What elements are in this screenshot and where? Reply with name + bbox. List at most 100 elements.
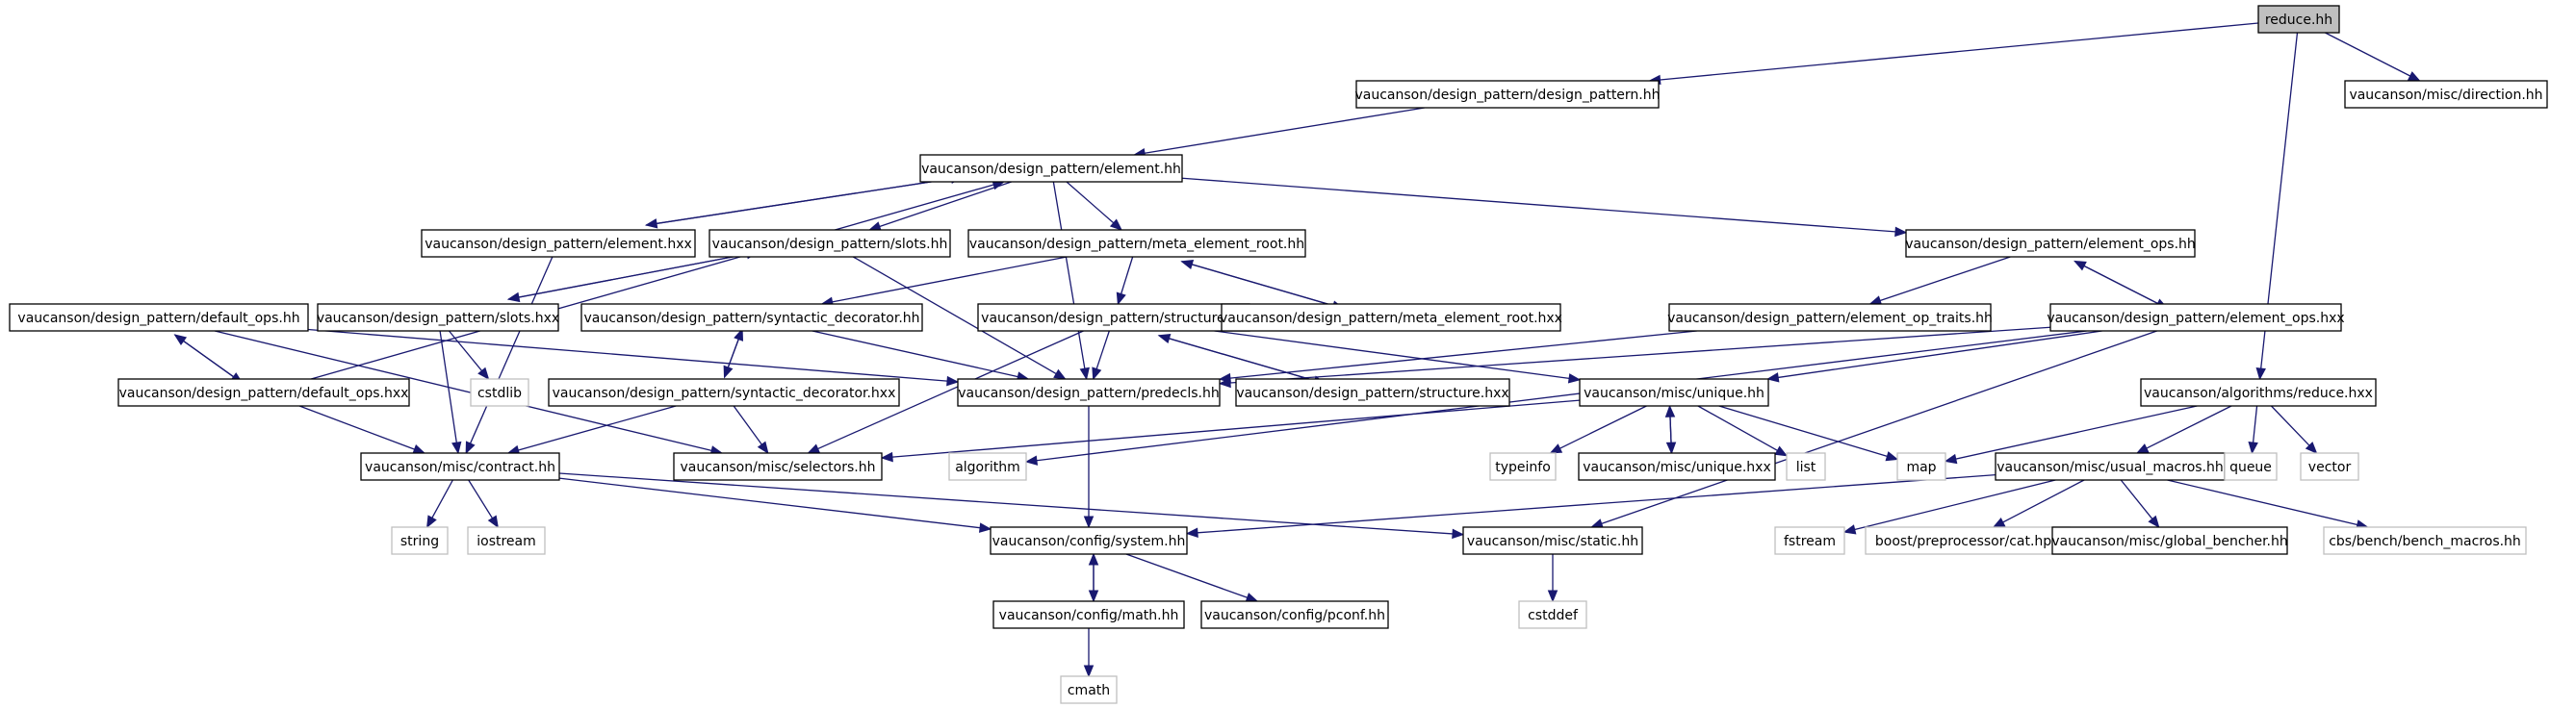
node-math[interactable]: vaucanson/config/math.hh: [992, 600, 1185, 629]
node-box: [467, 526, 546, 555]
node-system[interactable]: vaucanson/config/system.hh: [990, 526, 1188, 555]
node-cstddef[interactable]: cstddef: [1518, 600, 1587, 629]
node-cmath[interactable]: cmath: [1060, 675, 1118, 704]
node-predecls[interactable]: vaucanson/design_pattern/predecls.hh: [957, 378, 1221, 407]
node-unique-hh[interactable]: vaucanson/misc/unique.hh: [1579, 378, 1769, 407]
node-box: [2051, 526, 2288, 555]
node-cstdlib[interactable]: cstdlib: [470, 378, 529, 407]
node-elem-hh[interactable]: vaucanson/design_pattern/element.hh: [919, 154, 1183, 183]
node-label: map: [1906, 460, 1936, 475]
node-label: vaucanson/config/system.hh: [992, 534, 1186, 549]
node-box: [421, 229, 696, 258]
node-usual[interactable]: vaucanson/misc/usual_macros.hh: [1995, 452, 2226, 481]
node-label: fstream: [1784, 534, 1836, 549]
edge-red_hxx-to-usual: [2135, 405, 2232, 454]
node-fstream[interactable]: fstream: [1774, 526, 1845, 555]
node-selectors[interactable]: vaucanson/misc/selectors.hh: [673, 452, 883, 481]
node-string[interactable]: string: [391, 526, 449, 555]
node-box: [957, 378, 1221, 407]
node-typeinfo[interactable]: typeinfo: [1489, 452, 1557, 481]
node-box: [117, 378, 410, 407]
node-boostcat[interactable]: boost/preprocessor/cat.hpp: [1865, 526, 2071, 555]
node-box: [1774, 526, 1845, 555]
edge-elem_hxx-to-elem_hh: [646, 173, 964, 226]
node-vector[interactable]: vector: [2300, 452, 2359, 481]
node-struct-hxx[interactable]: vaucanson/design_pattern/structure.hxx: [1235, 378, 1510, 407]
node-list[interactable]: list: [1786, 452, 1826, 481]
node-slots-hh[interactable]: vaucanson/design_pattern/slots.hh: [708, 229, 951, 258]
node-eops-hxx[interactable]: vaucanson/design_pattern/element_ops.hxx: [2047, 303, 2345, 332]
edge-dops_hxx-to-elem_hh: [310, 180, 1006, 380]
node-dp-hh[interactable]: vaucanson/design_pattern/design_pattern.…: [1354, 80, 1661, 109]
edge-system-to-pconf: [1125, 553, 1259, 603]
node-box: [1221, 303, 1561, 332]
edge-dp_hh-to-elem_hh: [1132, 107, 1425, 159]
node-map[interactable]: map: [1896, 452, 1946, 481]
node-box: [1489, 452, 1557, 481]
node-mer-hh[interactable]: vaucanson/design_pattern/meta_element_ro…: [967, 229, 1306, 258]
node-pconf[interactable]: vaucanson/config/pconf.hh: [1200, 600, 1389, 629]
edge-usual-to-boostcat: [1992, 479, 2085, 528]
edge-sdec_hxx-to-contract: [506, 405, 677, 455]
node-label: vaucanson/design_pattern/element_op_trai…: [1667, 311, 1993, 326]
node-box: [990, 526, 1188, 555]
edge-struct_hh-to-predecls: [1092, 330, 1110, 381]
node-label: reduce.hh: [2265, 13, 2332, 28]
node-queue[interactable]: queue: [2224, 452, 2278, 481]
edge-usual-to-cbs: [2167, 479, 2369, 530]
edge-mer_hxx-to-mer_hh: [1180, 259, 1344, 310]
node-box: [1462, 526, 1643, 555]
edge-predecls-to-system: [1083, 406, 1095, 529]
edge-elem_hh-to-eops_hh: [1181, 177, 1908, 238]
node-dops-hxx[interactable]: vaucanson/design_pattern/default_ops.hxx: [117, 378, 410, 407]
node-label: vaucanson/design_pattern/element_ops.hh: [1905, 237, 2196, 252]
edge-elem_hxx-to-contract: [465, 256, 554, 455]
node-sdec-hxx[interactable]: vaucanson/design_pattern/syntactic_decor…: [548, 378, 900, 407]
node-mer-hxx[interactable]: vaucanson/design_pattern/meta_element_ro…: [1220, 303, 1562, 332]
node-label: list: [1796, 460, 1816, 475]
node-label: vaucanson/design_pattern/structure.hxx: [1236, 386, 1508, 401]
node-label: vaucanson/design_pattern/element.hxx: [425, 237, 692, 252]
edge-elem_hh-to-predecls: [1052, 181, 1090, 381]
edge-contract-to-string: [426, 479, 453, 529]
node-static[interactable]: vaucanson/misc/static.hh: [1462, 526, 1643, 555]
node-box: [919, 154, 1183, 183]
node-struct-hh[interactable]: vaucanson/design_pattern/structure.hh: [977, 303, 1250, 332]
node-slots-hxx[interactable]: vaucanson/design_pattern/slots.hxx: [317, 303, 559, 332]
node-box: [2140, 378, 2377, 407]
node-label: vaucanson/design_pattern/meta_element_ro…: [1220, 311, 1562, 326]
node-box: [2049, 303, 2342, 332]
node-unique-hxx[interactable]: vaucanson/misc/unique.hxx: [1578, 452, 1776, 481]
node-red-hxx[interactable]: vaucanson/algorithms/reduce.hxx: [2140, 378, 2377, 407]
node-label: queue: [2229, 460, 2272, 475]
edges-layer: [173, 22, 2421, 678]
node-contract[interactable]: vaucanson/misc/contract.hh: [360, 452, 560, 481]
node-label: vaucanson/design_pattern/slots.hh: [712, 237, 948, 252]
edge-static-to-cstddef: [1547, 554, 1558, 603]
edge-elem_hh-to-slots_hh: [868, 181, 1012, 232]
node-label: typeinfo: [1495, 460, 1551, 475]
node-eot-hh[interactable]: vaucanson/design_pattern/element_op_trai…: [1667, 303, 1993, 332]
edge-math-to-system: [1088, 552, 1099, 601]
node-iostream[interactable]: iostream: [467, 526, 546, 555]
node-label: vaucanson/config/math.hh: [999, 608, 1179, 623]
edge-eops_hxx-to-algorithm: [1024, 330, 2087, 466]
node-label: vaucanson/design_pattern/element_ops.hxx: [2047, 311, 2344, 326]
edge-unique_hh-to-list: [1697, 405, 1789, 457]
node-dir-hh[interactable]: vaucanson/misc/direction.hh: [2344, 80, 2548, 109]
node-sdec-hh[interactable]: vaucanson/design_pattern/syntactic_decor…: [580, 303, 923, 332]
node-box: [2323, 526, 2527, 555]
node-label: cstddef: [1528, 608, 1579, 623]
node-label: vaucanson/design_pattern/predecls.hh: [958, 386, 1219, 401]
node-cbs[interactable]: cbs/bench/bench_macros.hh: [2323, 526, 2527, 555]
node-elem-hxx[interactable]: vaucanson/design_pattern/element.hxx: [421, 229, 696, 258]
node-gbench[interactable]: vaucanson/misc/global_bencher.hh: [2051, 526, 2288, 555]
node-box: [1355, 80, 1660, 109]
node-algorithm[interactable]: algorithm: [948, 452, 1027, 481]
node-box: [967, 229, 1306, 258]
node-reduce-hh[interactable]: reduce.hh: [2257, 5, 2340, 34]
node-dops-hh[interactable]: vaucanson/design_pattern/default_ops.hh: [9, 303, 309, 332]
node-eops-hh[interactable]: vaucanson/design_pattern/element_ops.hh: [1905, 229, 2196, 258]
node-box: [1905, 229, 2196, 258]
